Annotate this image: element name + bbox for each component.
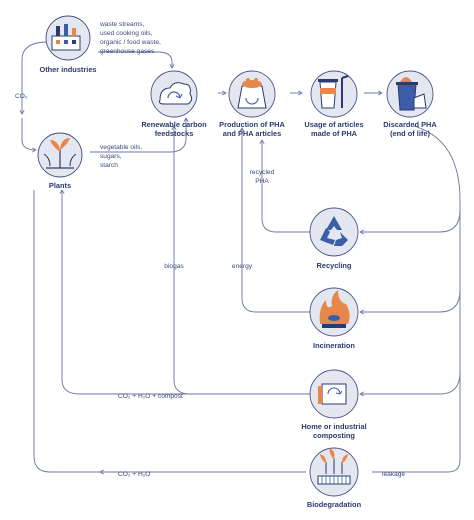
plants-label: Plants — [49, 181, 71, 190]
arrow-recycling-to-production — [259, 139, 310, 233]
production-label-2: and PHA articles — [223, 129, 281, 138]
arrow-energy-to-production — [239, 127, 310, 313]
feedstocks-label-1: Renewable carbon — [141, 120, 207, 129]
discarded-label-1: Discarded PHA — [383, 120, 437, 129]
flame-icon — [319, 290, 350, 328]
arrow-co2-lower — [21, 118, 37, 153]
arrow-co2-to-plants — [19, 41, 49, 115]
plant-sprout-icon — [43, 138, 77, 169]
waste-bin-icon — [396, 77, 427, 111]
veg-note-2: sugars, — [100, 153, 122, 160]
arrow-biodeg-to-plants — [33, 190, 306, 473]
other-industries-label: Other industries — [39, 65, 96, 74]
feedstocks-label-2: feedstocks — [155, 129, 194, 138]
arrow-to-incineration — [359, 289, 461, 315]
recycle-arrows-icon — [320, 216, 348, 246]
waste-note-1: waste streams, — [99, 21, 145, 28]
node-incineration: Incineration — [309, 287, 359, 350]
production-label-1: Production of PHA — [219, 120, 285, 129]
waste-note-3: organic / food waste, — [100, 39, 161, 46]
arrow-plants-to-feedstocks — [90, 117, 189, 153]
node-recycling: Recycling — [309, 207, 359, 270]
factory-icon — [51, 24, 81, 51]
discarded-label-2: (end of life) — [390, 129, 430, 138]
energy-note: energy — [232, 263, 253, 270]
recycled-note-1: recycled — [250, 169, 275, 176]
veg-note-1: vegetable oils, — [100, 144, 142, 151]
composting-label-2: composting — [313, 431, 355, 440]
waste-note-4: greenhouse gases — [100, 48, 155, 55]
veg-note-3: starch — [100, 162, 118, 169]
cycle-cloud-icon — [159, 82, 193, 105]
composting-label-1: Home or industrial — [301, 422, 366, 431]
biodeg-out-note: CO₂ + H₂O — [118, 471, 150, 478]
node-plants: Plants — [37, 132, 83, 190]
node-biodegradation: Biodegradation — [307, 447, 362, 509]
arrow-industries-to-feedstocks — [98, 51, 175, 69]
pellets-bag-icon — [237, 78, 267, 109]
arrow-to-recycling — [359, 209, 461, 235]
recycled-note-2: PHA — [255, 178, 269, 185]
recycling-circle — [309, 207, 359, 257]
trunk-discarded — [372, 125, 461, 473]
node-usage: Usage of articles made of PHA — [304, 70, 364, 138]
cup-and-straw-icon — [318, 75, 349, 109]
usage-label-2: made of PHA — [311, 129, 358, 138]
biogas-note: biogas — [164, 263, 184, 270]
node-composting: Home or industrial composting — [301, 369, 367, 440]
sprouts-soil-icon — [317, 448, 351, 485]
leakage-note: leakage — [382, 471, 405, 478]
usage-label-1: Usage of articles — [304, 120, 363, 129]
compost-out-note: CO₂ + H₂O + compost — [118, 393, 183, 400]
compost-bin-icon — [318, 383, 347, 405]
arrow-to-composting — [359, 371, 461, 397]
node-feedstocks: Renewable carbon feedstocks — [141, 70, 207, 138]
arrow-compost-to-plants — [59, 189, 310, 395]
co2-note: CO₂ — [15, 93, 28, 100]
node-other-industries: Other industries — [39, 15, 97, 74]
annotations: waste streams, used cooking oils, organi… — [15, 21, 405, 478]
node-discarded: Discarded PHA (end of life) — [383, 70, 437, 138]
recycling-label: Recycling — [317, 261, 352, 270]
connector-lines — [19, 41, 461, 475]
biodegradation-label: Biodegradation — [307, 500, 362, 509]
waste-note-2: used cooking oils, — [100, 30, 153, 37]
node-production: Production of PHA and PHA articles — [219, 70, 286, 138]
incineration-label: Incineration — [313, 341, 355, 350]
